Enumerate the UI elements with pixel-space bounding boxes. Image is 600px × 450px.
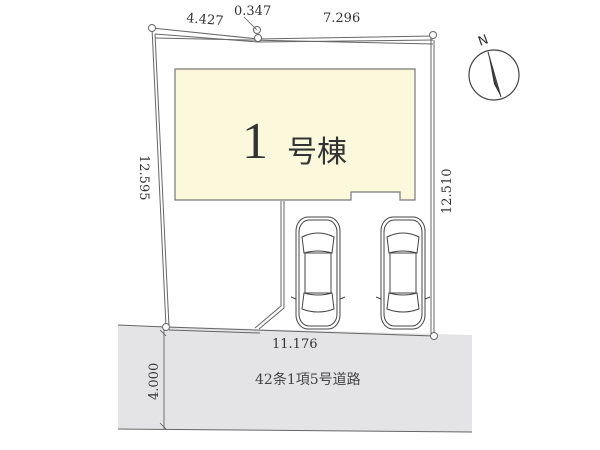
building-number: 1 xyxy=(242,113,268,170)
dimension-road-width: 4.000 xyxy=(147,363,162,400)
road-label: 42条1項5号道路 xyxy=(255,371,361,388)
dimension-bottom-frontage: 11.176 xyxy=(272,337,318,352)
dimension-top-middle: 0.347 xyxy=(234,4,271,19)
dimension-top-left: 4.427 xyxy=(186,11,224,29)
dimension-top-right: 7.296 xyxy=(323,11,360,26)
car-2 xyxy=(375,216,431,330)
dimension-left-side: 12.595 xyxy=(136,155,151,201)
dimension-right-side: 12.510 xyxy=(440,169,455,215)
car-top-view-icon xyxy=(290,216,346,330)
building-suffix: 号棟 xyxy=(287,135,347,170)
road-area xyxy=(117,324,473,433)
road-width-dimension: 4.000 xyxy=(147,329,167,430)
car-1 xyxy=(290,216,346,330)
building-footprint: 1 号棟 xyxy=(174,68,416,201)
north-label: N xyxy=(476,32,490,49)
north-arrow-icon: N xyxy=(468,32,520,101)
car-top-view-icon xyxy=(375,216,431,330)
